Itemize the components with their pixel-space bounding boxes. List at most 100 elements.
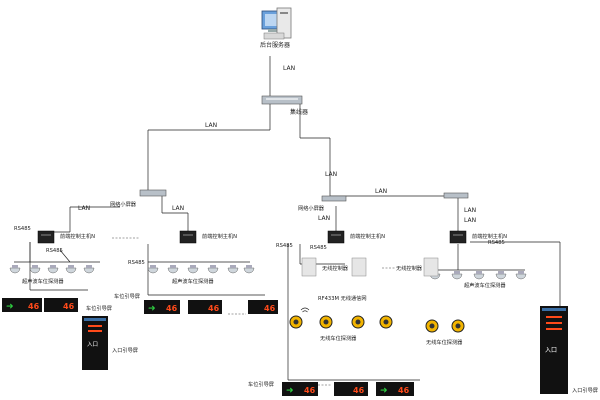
switch-label: 网络小屏器	[110, 200, 137, 208]
sign-number: 46	[304, 386, 316, 395]
ultrasonic-detector-label: 超声波车位探测器	[22, 277, 64, 285]
controller-4: 前端控制主机N	[449, 230, 507, 244]
ultrasonic-detector-label: 超声波车位探测器	[464, 281, 506, 289]
guidance-sign: 46	[334, 382, 368, 396]
switch-left: 网络小屏器	[110, 189, 167, 208]
controller-1: 前端控制主机N	[37, 230, 95, 244]
connection-lines	[14, 56, 561, 386]
wireless-detector-group-2: 无线车位探测器	[425, 319, 465, 346]
dome-detector-icon	[451, 271, 463, 280]
entrance-sign-label: 入口引导屏	[572, 386, 598, 394]
guidance-sign: ➜ 46	[282, 382, 318, 396]
wireless-controller-1: 无线控制器	[301, 257, 367, 277]
dome-detector-icon	[515, 271, 527, 280]
arrow-right-icon: ➜	[6, 302, 14, 312]
wireless-detector-icon	[351, 315, 365, 329]
wireless-detector-icon	[425, 319, 439, 333]
sign-number: 46	[264, 304, 276, 313]
lan-label: LAN	[318, 215, 330, 222]
rs485-label: RS485	[310, 245, 327, 251]
wireless-detector-icon	[319, 315, 333, 329]
ultrasonic-detector-label: 超声波车位探测器	[172, 277, 214, 285]
dome-detector-icon	[83, 265, 95, 274]
wireless-network-label: RF433M 无线通信网	[318, 294, 367, 302]
controller-label: 前端控制主机N	[350, 232, 385, 240]
lan-label: LAN	[464, 217, 476, 224]
entrance-sign-2: 入口 入口引导屏	[540, 306, 598, 394]
guidance-sign: ➜ 46	[144, 300, 180, 314]
sign-number: 46	[63, 302, 75, 311]
dome-detector-icon	[473, 271, 485, 280]
switch-right: 网络小屏器	[298, 195, 347, 212]
lan-label: LAN	[205, 122, 217, 129]
switch-right-secondary	[443, 192, 469, 199]
arrow-right-icon: ➜	[286, 386, 294, 396]
ultrasonic-detector-group-3: 超声波车位探测器	[429, 271, 527, 289]
lan-label: LAN	[464, 207, 476, 214]
guidance-sign-label: 车位引导屏	[86, 304, 112, 312]
server-computer: 后台服务器	[260, 7, 292, 49]
guidance-sign: 46	[248, 300, 278, 314]
dome-detector-icon	[147, 265, 159, 274]
controller-label: 前端控制主机N	[60, 232, 95, 240]
ultrasonic-detector-group-1: 超声波车位探测器	[9, 265, 95, 285]
guidance-sign-label: 车位引导屏	[114, 292, 140, 300]
dome-detector-icon	[29, 265, 41, 274]
lan-label: LAN	[172, 205, 184, 212]
wifi-signal-icon	[300, 307, 310, 313]
wireless-controller-2: 无线控制器	[396, 257, 439, 277]
guidance-sign-label: 车位引导屏	[248, 380, 274, 388]
entrance-sign-text: 入口	[87, 341, 98, 348]
controller-label: 前端控制主机N	[202, 232, 237, 240]
guidance-sign: 46	[44, 298, 78, 312]
lan-label: LAN	[283, 65, 295, 72]
rs485-label: RS485	[488, 240, 505, 246]
guidance-sign: ➜ 46	[2, 298, 42, 312]
rs485-label: RS485	[14, 226, 31, 232]
dome-detector-icon	[227, 265, 239, 274]
wireless-detector-icon	[289, 315, 303, 329]
lan-label: LAN	[325, 171, 337, 178]
dome-detector-icon	[9, 265, 21, 274]
sign-number: 46	[398, 386, 410, 395]
entrance-sign-text: 入口	[545, 347, 557, 354]
sign-number: 46	[166, 304, 178, 313]
entrance-sign-label: 入口引导屏	[112, 346, 138, 354]
guidance-sign: ➜ 46	[376, 382, 414, 396]
wireless-controller-label: 无线控制器	[322, 264, 349, 272]
ultrasonic-detector-group-2: 超声波车位探测器	[147, 265, 255, 285]
hub-label: 集线器	[290, 108, 308, 116]
arrow-right-icon: ➜	[380, 386, 388, 396]
guidance-sign: 46	[188, 300, 222, 314]
dome-detector-icon	[207, 265, 219, 274]
wireless-detector-icon	[451, 319, 465, 333]
rs485-label: RS485	[46, 248, 63, 254]
wireless-detector-icon	[379, 315, 393, 329]
controller-2: 前端控制主机N	[179, 230, 237, 244]
wireless-detector-label: 无线车位探测器	[320, 334, 357, 342]
dome-detector-icon	[65, 265, 77, 274]
dome-detector-icon	[243, 265, 255, 274]
sign-number: 46	[208, 304, 220, 313]
wireless-detector-label: 无线车位探测器	[426, 338, 463, 346]
dome-detector-icon	[47, 265, 59, 274]
lan-label: LAN	[78, 205, 90, 212]
lan-label: LAN	[375, 188, 387, 195]
server-label: 后台服务器	[260, 41, 290, 49]
wireless-controller-label: 无线控制器	[396, 264, 423, 272]
controller-label: 前端控制主机N	[472, 232, 507, 240]
wireless-detector-group-1: 无线车位探测器	[289, 307, 393, 342]
switch-label: 网络小屏器	[298, 204, 325, 212]
dome-detector-icon	[495, 271, 507, 280]
hub-device: 集线器	[261, 95, 308, 116]
dome-detector-icon	[167, 265, 179, 274]
rs485-label: RS485	[276, 243, 293, 249]
dome-detector-icon	[187, 265, 199, 274]
entrance-sign-1: 入口 入口引导屏	[82, 316, 138, 370]
controller-3: 前端控制主机N	[327, 230, 385, 244]
rs485-label: RS485	[128, 260, 145, 266]
arrow-right-icon: ➜	[148, 304, 156, 314]
sign-number: 46	[353, 386, 365, 395]
sign-number: 46	[28, 302, 40, 311]
